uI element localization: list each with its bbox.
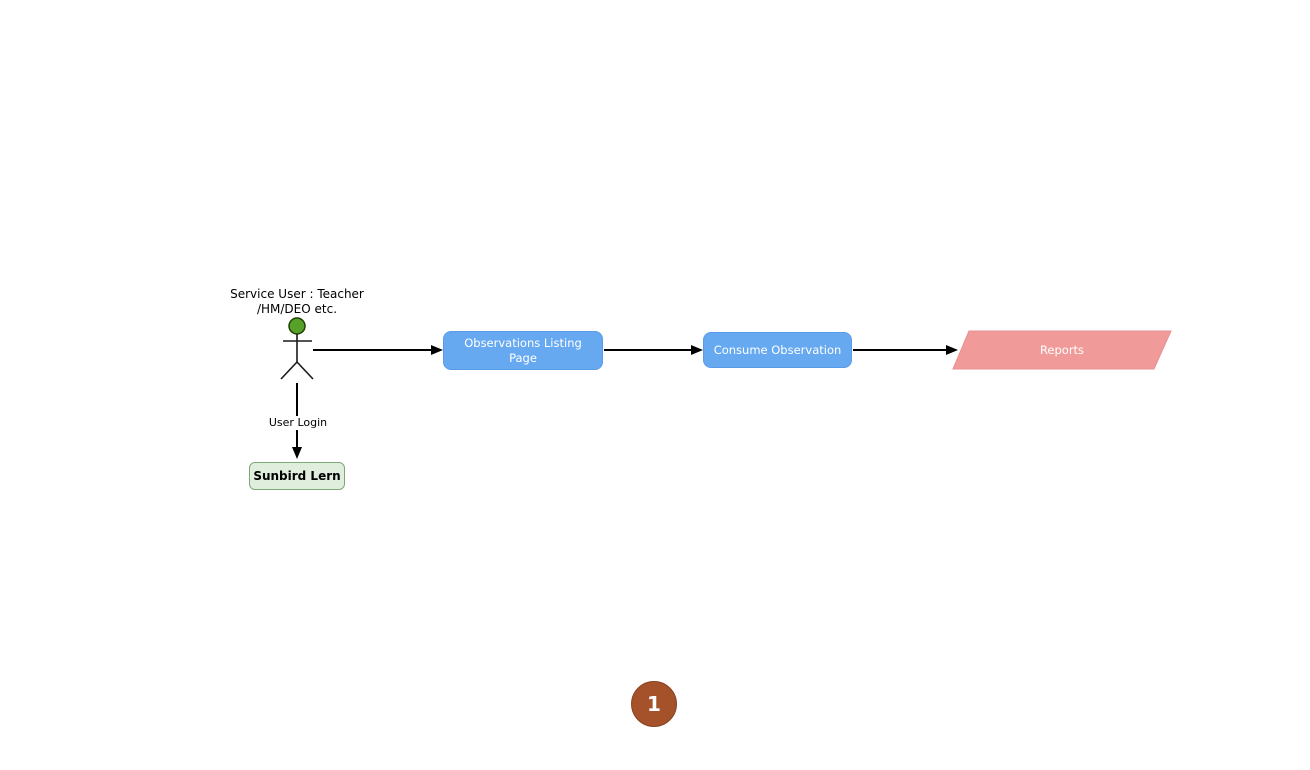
arrowhead-icon xyxy=(691,345,703,355)
node-consume-observation[interactable]: Consume Observation xyxy=(703,332,852,368)
actor-figure[interactable] xyxy=(280,317,314,380)
edge-actor-to-sunbird[interactable] xyxy=(292,383,302,459)
edge-actor-to-observations[interactable] xyxy=(313,345,443,355)
actor-label-line1: Service User : Teacher xyxy=(230,287,364,301)
arrowhead-icon xyxy=(431,345,443,355)
actor-head xyxy=(288,317,306,335)
actor-leg-left xyxy=(280,361,298,380)
page-number: 1 xyxy=(647,692,661,716)
arrowhead-icon xyxy=(946,345,958,355)
page-indicator-button[interactable]: 1 xyxy=(631,681,677,727)
node-observations-listing-page[interactable]: Observations Listing Page xyxy=(443,331,603,370)
node-label: Consume Observation xyxy=(713,342,842,357)
node-label: Observations Listing Page xyxy=(464,335,582,365)
node-reports-label: Reports xyxy=(953,331,1171,369)
actor-leg-right xyxy=(296,361,314,380)
arrowhead-icon xyxy=(292,447,302,459)
node-label: Reports xyxy=(1039,343,1085,357)
actor-label-line2: /HM/DEO etc. xyxy=(256,302,338,316)
node-reports[interactable] xyxy=(952,330,1172,370)
edge-consume-to-reports[interactable] xyxy=(853,345,958,355)
edge-label-user-login: User Login xyxy=(248,416,348,430)
node-label: Sunbird Lern xyxy=(253,469,341,483)
node-sunbird-lern[interactable]: Sunbird Lern xyxy=(249,462,345,490)
actor-label: Service User : Teacher /HM/DEO etc. xyxy=(197,287,397,317)
edge-observations-to-consume[interactable] xyxy=(604,345,703,355)
